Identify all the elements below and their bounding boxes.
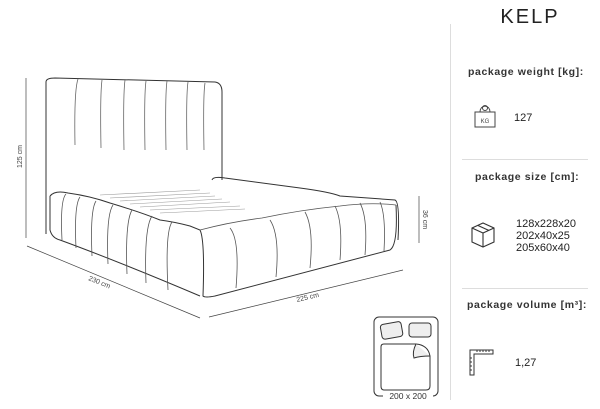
bed-line-drawing: 125 cm 230 cm 225 cm 36 cm 200 x 200	[17, 77, 439, 401]
height-label: 125 cm	[17, 145, 24, 168]
weight-kg-icon: KG	[473, 104, 497, 133]
volume-label: package volume [m³]:	[467, 299, 587, 311]
size-value: 202x40x25	[516, 230, 570, 242]
divider	[462, 288, 588, 289]
size-value: 128x228x20	[516, 218, 576, 230]
divider	[462, 159, 588, 160]
size-value: 205x60x40	[516, 242, 570, 254]
headboard	[45, 77, 223, 234]
dimension-lines	[25, 78, 420, 319]
width-dimension-line	[208, 269, 404, 318]
product-title: KELP	[500, 6, 560, 28]
size-label: package size [cm]:	[475, 171, 580, 183]
side-rail	[211, 176, 400, 241]
weight-icon-text: KG	[481, 119, 490, 125]
box-icon	[470, 220, 496, 253]
weight-label: package weight [kg]:	[468, 66, 584, 78]
width-label: 225 cm	[296, 292, 320, 304]
divider	[450, 24, 451, 400]
length-label: 230 cm	[87, 275, 111, 290]
size-values: 128x228x20 202x40x25 205x60x40	[516, 218, 576, 254]
weight-value: 127	[514, 112, 533, 124]
length-dimension-line	[26, 245, 201, 319]
base-height-label: 36 cm	[421, 210, 428, 229]
mattress-size-icon	[373, 316, 439, 397]
ruler-square-icon	[468, 348, 494, 381]
volume-value: 1,27	[515, 357, 537, 369]
slats	[99, 189, 246, 214]
base-channels	[61, 193, 397, 291]
bed-base	[49, 191, 397, 298]
mattress-size-label: 200 x 200	[389, 391, 427, 401]
headboard-channels	[74, 78, 206, 151]
